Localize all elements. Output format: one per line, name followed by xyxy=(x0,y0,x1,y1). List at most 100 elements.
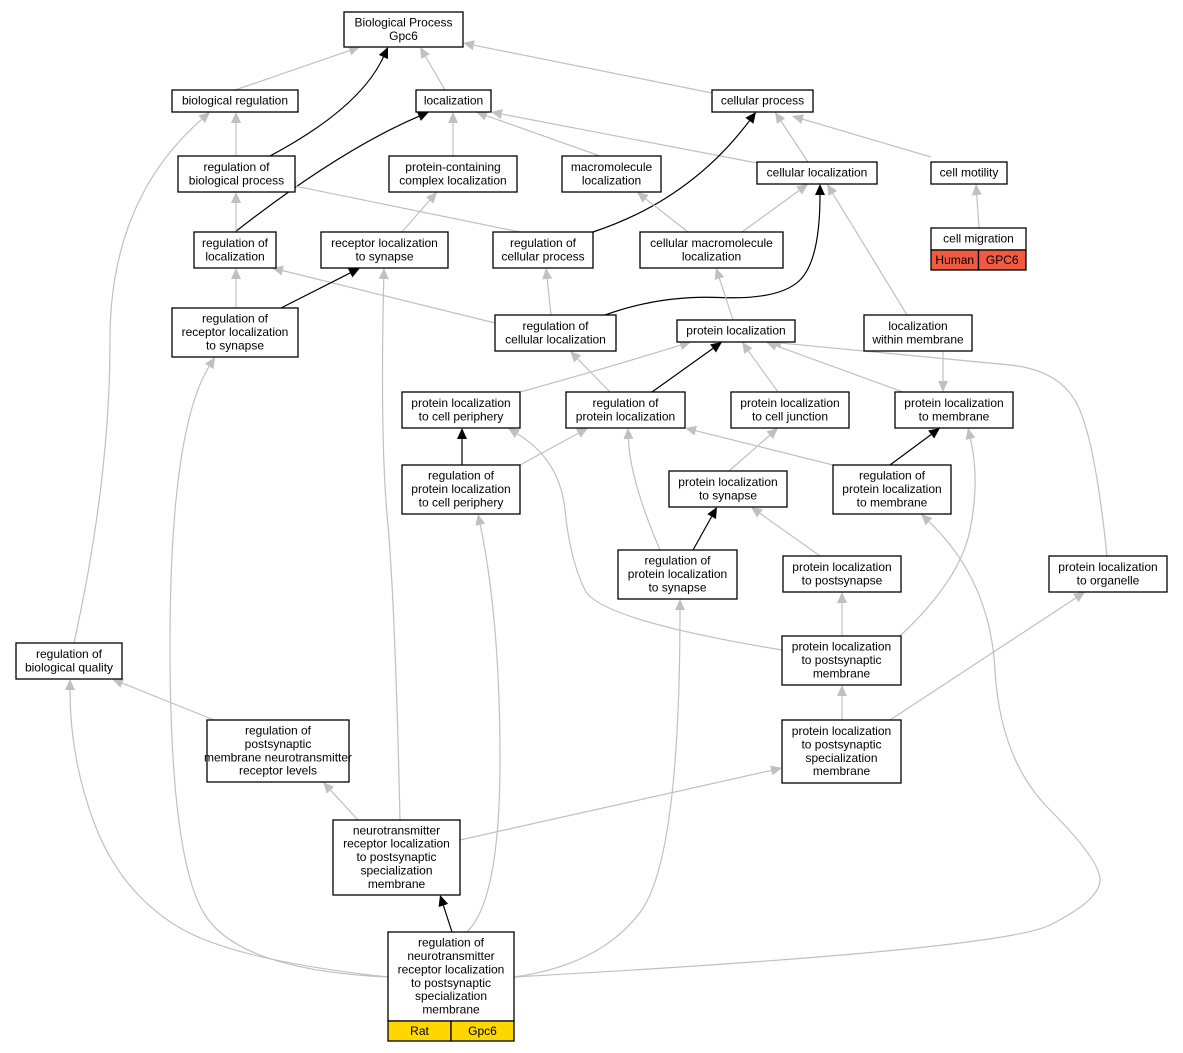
term-label-line: specialization xyxy=(805,751,877,765)
term-label-line: neurotransmitter xyxy=(353,823,440,837)
term-label-line: macromolecule xyxy=(571,160,653,174)
go-term-bioreg[interactable]: biological regulation xyxy=(171,89,299,113)
term-box xyxy=(668,470,788,508)
term-label-line: protein localization xyxy=(740,396,839,410)
edge-arrowhead xyxy=(679,340,691,351)
term-box xyxy=(494,314,617,352)
term-box xyxy=(894,391,1014,429)
term-box xyxy=(676,319,796,343)
edge-arrowhead xyxy=(231,192,241,203)
term-label-line: regulation of xyxy=(203,160,270,174)
term-label-line: membrane xyxy=(813,667,871,681)
term-box xyxy=(565,391,686,429)
edge-regrecsyn-to-regloc xyxy=(231,268,241,308)
term-label-line: cellular macromolecule xyxy=(650,236,773,250)
term-label-line: to postsynapse xyxy=(802,573,883,587)
term-label-line: to membrane xyxy=(919,409,990,423)
go-term-loc[interactable]: localization xyxy=(415,89,492,113)
term-label-line: membrane xyxy=(422,1003,480,1017)
edge-regloc-to-loc xyxy=(234,111,429,233)
edge-regplmem-to-regploc xyxy=(685,425,834,466)
edge-target-to-regplmem xyxy=(513,514,1101,978)
edge-target-to-regplsyn xyxy=(513,599,685,978)
term-label-line: receptor levels xyxy=(239,764,317,778)
edge-arrowhead xyxy=(921,514,933,526)
edge-regcell-to-cellproc xyxy=(592,112,756,233)
edge-plorg-to-protloc xyxy=(770,338,1108,557)
term-box xyxy=(492,231,594,269)
term-label-line: to synapse xyxy=(206,339,264,353)
term-box xyxy=(781,635,902,686)
edge-arrowhead xyxy=(710,342,722,353)
term-label-line: Biological Process xyxy=(354,15,452,29)
term-label-line: regulation of xyxy=(644,554,711,568)
term-label-line: regulation of xyxy=(428,469,495,483)
term-label-line: membrane xyxy=(368,877,426,891)
go-term-cellproc[interactable]: cellular process xyxy=(711,89,814,113)
edge-arrowhead xyxy=(420,47,430,60)
edge-arrowhead xyxy=(425,192,437,204)
gene-label: GPC6 xyxy=(986,253,1019,267)
term-label-line: regulation of xyxy=(592,396,659,410)
edge-arrowhead xyxy=(837,592,847,603)
term-label-line: protein-containing xyxy=(405,160,500,174)
go-term-protloc[interactable]: protein localization xyxy=(676,319,796,343)
edge-macro-to-loc xyxy=(476,110,601,157)
edge-arrowhead xyxy=(675,599,685,610)
term-label-line: to cell periphery xyxy=(419,409,504,423)
term-label-line: regulation of xyxy=(418,936,485,950)
gene-cell xyxy=(977,249,1027,271)
edge-arrowhead xyxy=(751,507,763,518)
term-label-line: localization xyxy=(888,319,947,333)
term-label-line: specialization xyxy=(415,989,487,1003)
term-box xyxy=(781,719,902,784)
term-box xyxy=(711,89,814,113)
term-box xyxy=(206,719,350,783)
term-label-line: to cell periphery xyxy=(419,496,504,510)
term-label-line: receptor localization xyxy=(343,837,450,851)
edge-pcc-to-loc xyxy=(448,112,458,156)
edge-withinmem-to-cellloc xyxy=(827,184,908,316)
edge-arrowhead xyxy=(570,351,582,363)
term-label-line: regulation of xyxy=(202,312,269,326)
edge-arrowhead xyxy=(707,507,717,520)
term-label-line: protein localization xyxy=(411,482,510,496)
gene-label: Gpc6 xyxy=(468,1024,497,1038)
edge-arrowhead xyxy=(347,45,360,56)
edge-regrecsyn-to-recsyn xyxy=(280,268,360,309)
edge-plpostmem-to-plpost xyxy=(837,592,847,636)
edge-arrowhead xyxy=(965,428,976,440)
go-term-migr[interactable]: cell migration xyxy=(930,227,1027,251)
edge-regcellloc-to-cellloc xyxy=(604,184,825,316)
term-label-line: protein localization xyxy=(1058,560,1157,574)
go-term-cellloc[interactable]: cellular localization xyxy=(756,161,878,185)
go-term-motil[interactable]: cell motility xyxy=(930,161,1008,185)
